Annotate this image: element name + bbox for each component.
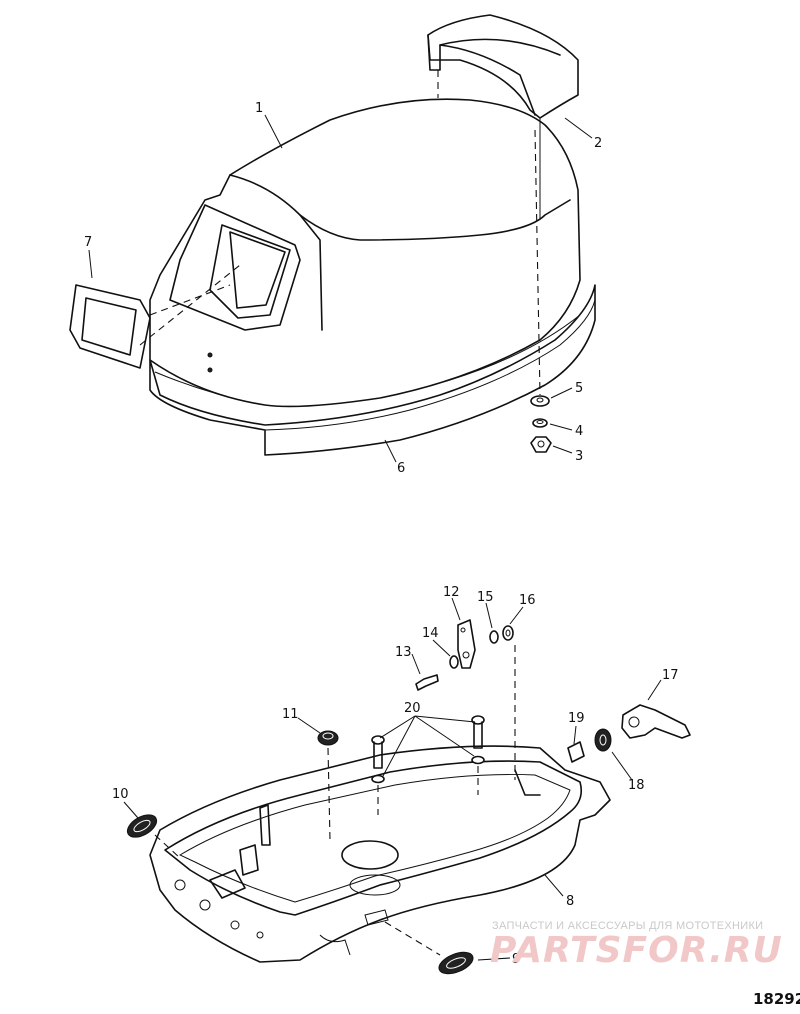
bushing-19 (567, 741, 585, 763)
side-badge (69, 284, 151, 369)
callout-10: 10 (112, 787, 129, 802)
callout-11: 11 (282, 707, 299, 722)
callout-5: 5 (575, 381, 583, 396)
callout-18: 18 (628, 778, 645, 793)
callout-20: 20 (404, 701, 421, 716)
bottom-cowl-assembly (126, 619, 691, 975)
grommet-10 (126, 814, 158, 838)
washer-14 (449, 655, 459, 669)
callout-6: 6 (397, 461, 405, 476)
callout-8: 8 (566, 894, 574, 909)
washer-5 (530, 395, 550, 407)
callout-16: 16 (519, 593, 536, 608)
bracket-12 (457, 619, 476, 669)
drawing-number: 18292 (753, 990, 800, 1008)
callout-4: 4 (575, 424, 583, 439)
leader-lines (88, 114, 662, 961)
callout-12: 12 (443, 585, 460, 600)
callout-3: 3 (575, 449, 583, 464)
watermark-tagline: ЗАПЧАСТИ И АКСЕССУАРЫ ДЛЯ МОТОТЕХНИКИ (492, 920, 764, 932)
watermark-logo: PARTSFOR.RU (490, 930, 783, 971)
seal-18 (594, 728, 612, 752)
callout-14: 14 (422, 626, 439, 641)
latch-handle-17 (621, 704, 691, 739)
grommet-9 (438, 951, 474, 975)
callouts: 1 2 3 4 5 6 7 8 9 10 11 12 13 14 15 16 1… (84, 101, 679, 967)
screw-13 (415, 674, 439, 691)
callout-1: 1 (255, 101, 263, 116)
callout-15: 15 (477, 590, 494, 605)
cowl-body (149, 98, 581, 408)
top-cowl-assembly (69, 14, 596, 456)
callout-13: 13 (395, 645, 412, 660)
cowl-seal (149, 284, 596, 456)
callout-2: 2 (594, 136, 602, 151)
washer-16 (502, 625, 514, 641)
washer-15 (489, 630, 499, 644)
screw-20a (371, 735, 385, 784)
callout-17: 17 (662, 668, 679, 683)
callout-19: 19 (568, 711, 585, 726)
callout-9: 9 (512, 952, 520, 967)
nut-3 (530, 436, 552, 453)
callout-7: 7 (84, 235, 92, 250)
